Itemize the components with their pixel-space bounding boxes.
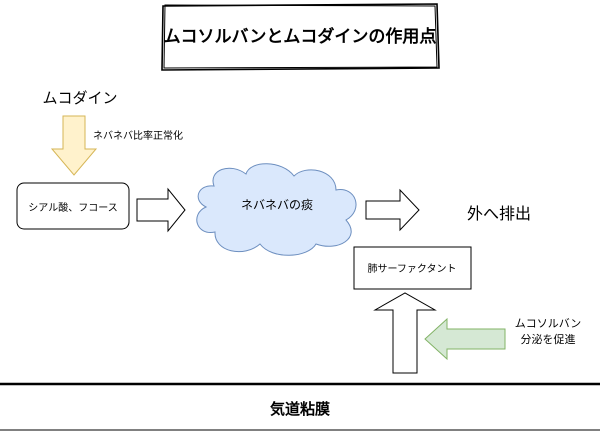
mucodyne-label: ムコダイン <box>42 89 117 107</box>
title-box <box>161 3 440 71</box>
right-arrow-to-outside <box>365 188 420 232</box>
surfactant-box <box>353 246 472 290</box>
airway-label: 気道粘膜 <box>270 400 330 418</box>
mucodyne-down-arrow <box>50 115 98 176</box>
mucosolvan-label-line1: ムコソルバン <box>515 317 582 330</box>
mucosolvan-label-line2: 分泌を促進 <box>521 332 576 346</box>
excretion-label: 外へ排出 <box>467 204 531 223</box>
mucosolvan-left-arrow <box>424 317 506 361</box>
title-text: ムコソルバンとムコダインの作用点 <box>164 26 437 47</box>
sialic-fucose-label: シアル酸、フコース <box>28 201 117 214</box>
sputum-cloud <box>196 163 357 256</box>
sialic-fucose-box <box>16 182 130 230</box>
sputum-cloud-label: ネバネバの痰 <box>241 197 313 212</box>
right-arrow-to-sputum <box>136 187 186 233</box>
up-arrow-to-surfactant <box>373 292 437 374</box>
surfactant-label: 肺サーファクタント <box>368 263 457 275</box>
mucodyne-effect-label: ネバネバ比率正常化 <box>93 129 183 142</box>
